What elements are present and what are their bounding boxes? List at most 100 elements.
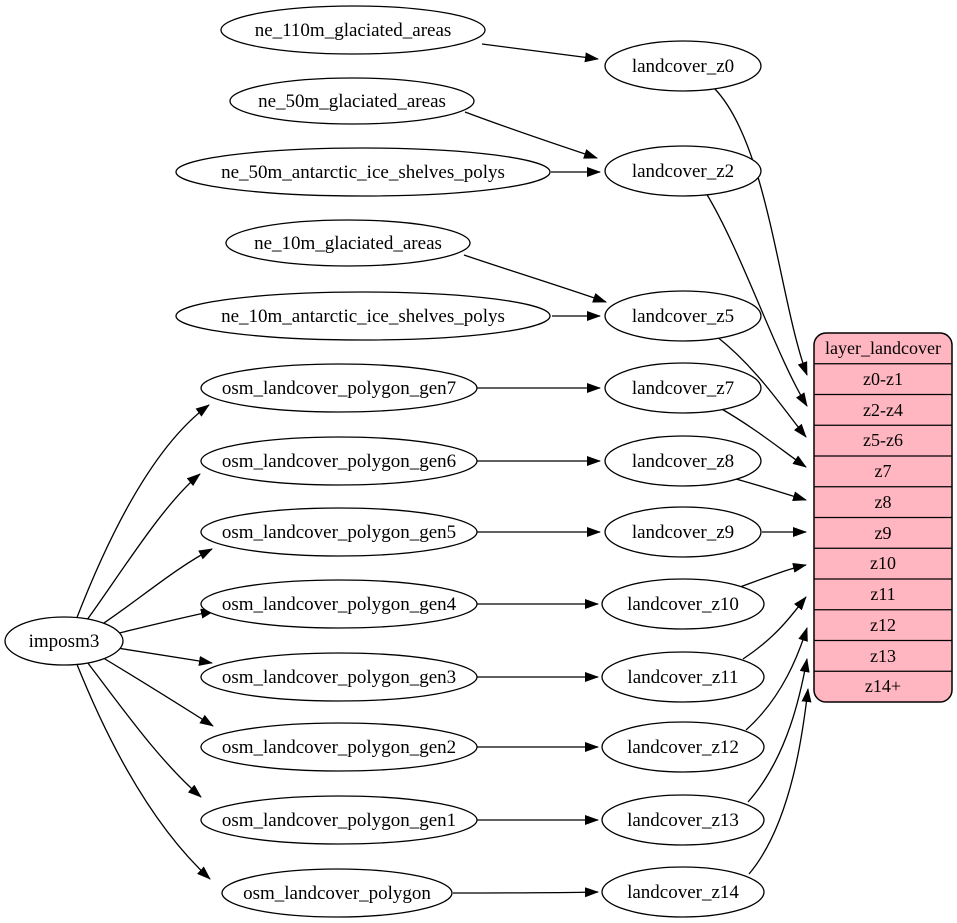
node-landcover_z9: landcover_z9 [604,506,762,558]
node-label: landcover_z10 [627,594,739,615]
node-label: ne_10m_glaciated_areas [254,233,442,254]
edge-osm_landcover_polygon-landcover_z14 [452,887,599,898]
edge-ne_50m_glaciated_areas-landcover_z2 [464,111,598,159]
node-label: osm_landcover_polygon_gen3 [222,667,456,688]
node-landcover_z2: landcover_z2 [604,145,762,197]
edge-landcover_z13-row-z13 [747,658,810,803]
record-title: layer_landcover [825,338,941,358]
node-label: landcover_z0 [632,56,734,77]
node-shape [604,435,762,487]
record-layer_landcover: layer_landcover z0-z1 z2-z4 z5-z6 z7 z8 … [813,332,953,703]
node-shape [175,147,551,197]
node-imposm3: imposm3 [4,616,124,666]
node-shape [601,578,765,630]
node-shape [200,363,478,413]
edge-imposm3-osm_landcover_polygon_gen4 [110,608,215,636]
node-ne_110m_glaciated_areas: ne_110m_glaciated_areas [220,5,486,55]
node-label: landcover_z12 [627,737,739,758]
edge-imposm3-osm_landcover_polygon_gen2 [94,652,214,727]
node-shape [200,722,478,772]
node-landcover_z13: landcover_z13 [601,794,765,846]
node-shape [229,77,475,125]
edge-landcover_z5-row-z5-z6 [715,335,807,438]
node-label: landcover_z8 [632,451,734,472]
node-osm_landcover_polygon: osm_landcover_polygon [221,868,453,918]
node-landcover_z14: landcover_z14 [601,866,765,918]
node-label: ne_50m_antarctic_ice_shelves_polys [221,162,505,183]
node-ne_10m_antarctic_ice_shelves_polys: ne_10m_antarctic_ice_shelves_polys [175,291,551,341]
node-label: osm_landcover_polygon_gen2 [222,737,456,758]
node-osm_landcover_polygon_gen1: osm_landcover_polygon_gen1 [200,795,478,845]
node-shape [200,436,478,486]
node-landcover_z10: landcover_z10 [601,578,765,630]
node-shape [221,868,453,918]
record-row-z12: z12 [870,615,896,635]
node-osm_landcover_polygon_gen5: osm_landcover_polygon_gen5 [200,507,478,557]
edge-landcover_z0-row-z0-z1 [713,87,808,376]
record-row-z8: z8 [875,492,892,512]
node-label: osm_landcover_polygon_gen1 [222,810,456,831]
edge-landcover_z11-row-z11 [742,596,807,660]
node-osm_landcover_polygon_gen4: osm_landcover_polygon_gen4 [200,579,478,629]
edge-landcover_z8-row-z8 [735,478,807,502]
node-osm_landcover_polygon_gen3: osm_landcover_polygon_gen3 [200,652,478,702]
record-row-z11: z11 [870,584,895,604]
record-row-z5-z6: z5-z6 [863,430,903,450]
edge-landcover_z7-row-z7 [719,407,807,468]
node-label: landcover_z11 [627,667,738,688]
node-landcover_z0: landcover_z0 [604,40,762,92]
node-label: osm_landcover_polygon_gen5 [222,522,456,543]
record-row-z0-z1: z0-z1 [863,369,903,389]
node-ne_10m_glaciated_areas: ne_10m_glaciated_areas [225,219,471,267]
node-shape [220,5,486,55]
node-shape [601,866,765,918]
record-row-z10: z10 [870,553,896,573]
record-row-z7: z7 [875,461,892,481]
node-label: osm_landcover_polygon_gen7 [222,378,456,399]
node-osm_landcover_polygon_gen2: osm_landcover_polygon_gen2 [200,722,478,772]
node-shape [225,219,471,267]
node-shape [604,362,762,414]
node-shape [200,579,478,629]
node-shape [604,40,762,92]
node-label: ne_110m_glaciated_areas [255,20,452,41]
node-osm_landcover_polygon_gen7: osm_landcover_polygon_gen7 [200,363,478,413]
edge-landcover_z14-row-z14plus [748,688,812,875]
node-ne_50m_antarctic_ice_shelves_polys: ne_50m_antarctic_ice_shelves_polys [175,147,551,197]
record-row-z14plus: z14+ [865,676,901,696]
record-row-z13: z13 [870,646,896,666]
node-shape [604,506,762,558]
edge-imposm3-osm_landcover_polygon [75,661,211,880]
edges-layer [75,43,812,898]
node-label: landcover_z9 [632,522,734,543]
node-shape [601,651,765,703]
node-label: osm_landcover_polygon_gen4 [222,594,457,615]
edge-landcover_z12-row-z12 [745,627,808,731]
node-label: osm_landcover_polygon [243,883,431,904]
edge-ne_110m_glaciated_areas-landcover_z0 [481,43,599,63]
node-shape [200,652,478,702]
edge-imposm3-osm_landcover_polygon_gen1 [83,657,202,798]
record-row-z9: z9 [875,523,892,543]
edge-landcover_z2-row-z2-z4 [705,192,808,407]
node-shape [175,291,551,341]
node-label: ne_10m_antarctic_ice_shelves_polys [221,306,505,327]
node-shape [604,145,762,197]
edge-imposm3-osm_landcover_polygon_gen5 [94,548,213,630]
node-shape [601,794,765,846]
edge-imposm3-osm_landcover_polygon_gen3 [110,646,213,666]
node-landcover_z5: landcover_z5 [604,290,762,342]
edge-ne_10m_glaciated_areas-landcover_z5 [463,254,607,303]
node-label: landcover_z13 [627,810,739,831]
node-shape [200,795,478,845]
node-label: landcover_z14 [627,882,739,903]
node-landcover_z12: landcover_z12 [601,721,765,773]
node-label: imposm3 [29,631,100,652]
node-landcover_z7: landcover_z7 [604,362,762,414]
node-shape [200,507,478,557]
node-label: landcover_z2 [632,161,734,182]
node-ne_50m_glaciated_areas: ne_50m_glaciated_areas [229,77,475,125]
edge-landcover_z10-row-z10 [739,562,807,588]
record-row-z2-z4: z2-z4 [863,400,903,420]
